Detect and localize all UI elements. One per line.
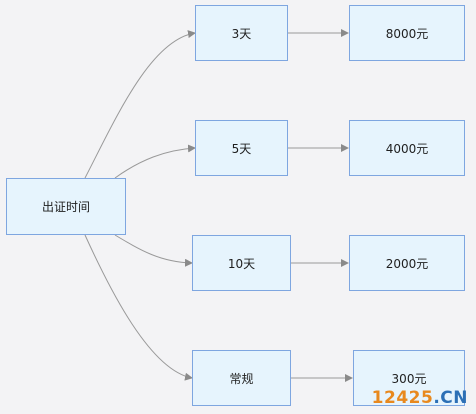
price-node-4000: 4000元: [349, 120, 465, 176]
price-node-300: 300元: [353, 350, 465, 406]
price-node-label: 4000元: [385, 141, 429, 156]
branch-node-regular: 常规: [192, 350, 291, 406]
price-node-8000: 8000元: [349, 5, 465, 61]
watermark-main: 12425: [371, 388, 434, 408]
branch-node-5days: 5天: [195, 120, 288, 176]
price-node-2000: 2000元: [349, 235, 465, 291]
branch-node-label: 10天: [227, 256, 256, 271]
branch-node-3days: 3天: [195, 5, 288, 61]
site-watermark: 12425.CN: [372, 388, 468, 408]
connector-root-to-5days: [114, 144, 196, 179]
watermark-suffix: .CN: [433, 388, 468, 408]
branch-node-label: 3天: [231, 26, 252, 41]
connector-root-to-10days: [114, 234, 193, 267]
branch-node-label: 常规: [229, 371, 254, 386]
connector-root-to-regular: [84, 234, 193, 381]
connector-root-to-3days: [84, 30, 196, 179]
root-node-label: 出证时间: [41, 200, 90, 214]
branch-node-label: 5天: [231, 141, 252, 156]
price-node-label: 300元: [391, 371, 427, 386]
root-node: 出证时间: [6, 178, 126, 235]
price-node-label: 8000元: [385, 26, 429, 41]
branch-node-10days: 10天: [192, 235, 291, 291]
price-node-label: 2000元: [385, 256, 429, 271]
